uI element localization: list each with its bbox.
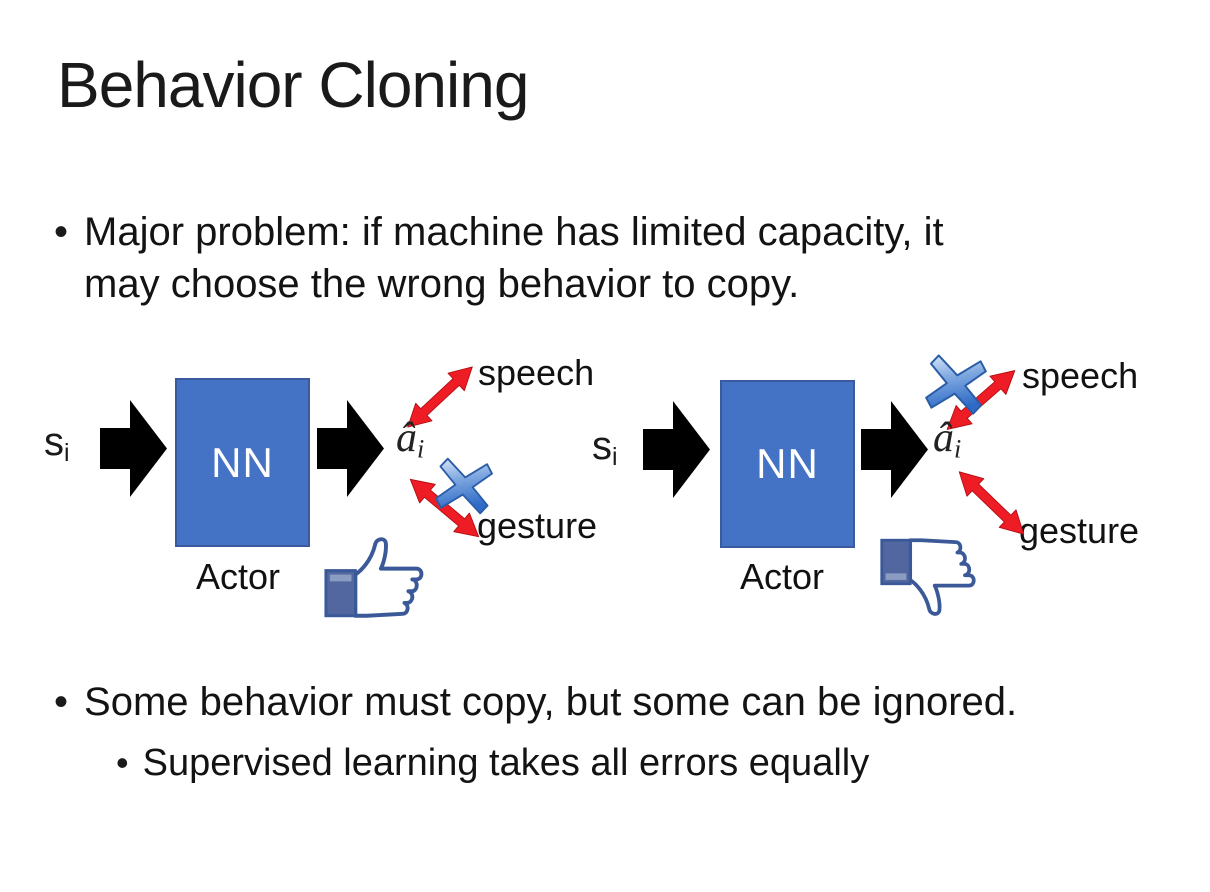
right-nn-label: NN	[756, 440, 819, 487]
right-input-s: s	[592, 424, 612, 468]
left-output-ahat: â	[396, 415, 417, 461]
thumbs-up-icon	[322, 531, 430, 620]
page-title: Behavior Cloning	[57, 49, 529, 121]
right-output-sub: i	[954, 434, 962, 464]
left-output-arrow-icon	[317, 400, 384, 497]
bullet-major-problem: • Major problem: if machine has limited …	[54, 206, 944, 310]
right-gesture-label: gesture	[1019, 510, 1140, 551]
left-speech-label: speech	[478, 352, 595, 393]
right-input-label: si	[592, 424, 618, 472]
bullet-marker: •	[54, 210, 69, 254]
right-speech-label: speech	[1022, 355, 1139, 396]
left-input-arrow-icon	[100, 400, 167, 497]
left-nn-label: NN	[211, 438, 274, 486]
bullet-line-1: Major problem: if machine has limited ca…	[84, 210, 944, 254]
bullet-line-2: may choose the wrong behavior to copy.	[84, 262, 800, 306]
right-nn-box: NN	[720, 380, 855, 548]
bullet-major-problem-text: Major problem: if machine has limited ca…	[84, 206, 944, 310]
left-output-sub: i	[417, 434, 425, 464]
bullet-some-behavior: • Some behavior must copy, but some can …	[54, 676, 1017, 728]
bullet-supervised-learning: • Supervised learning takes all errors e…	[116, 739, 869, 787]
left-input-label: si	[44, 420, 70, 468]
bullet-supervised-learning-text: Supervised learning takes all errors equ…	[142, 742, 870, 784]
left-cross-icon	[428, 447, 499, 525]
bullet-marker: •	[116, 742, 129, 783]
bullet-marker: •	[54, 680, 69, 724]
left-input-sub: i	[64, 440, 70, 468]
bullet-some-behavior-text: Some behavior must copy, but some can be…	[84, 680, 1018, 724]
right-output-arrow-icon	[861, 401, 928, 498]
right-input-sub: i	[612, 444, 618, 472]
right-input-arrow-icon	[643, 401, 710, 498]
thumbs-down-icon	[878, 533, 982, 625]
right-output-ahat: â	[933, 415, 954, 461]
right-output-label: âi	[933, 414, 961, 465]
left-output-label: âi	[396, 414, 424, 465]
right-actor-label: Actor	[740, 556, 825, 597]
left-gesture-label: gesture	[477, 505, 598, 546]
right-cross-icon	[918, 345, 993, 424]
left-nn-box: NN	[175, 378, 310, 547]
left-input-s: s	[44, 420, 64, 464]
left-actor-label: Actor	[196, 556, 281, 597]
